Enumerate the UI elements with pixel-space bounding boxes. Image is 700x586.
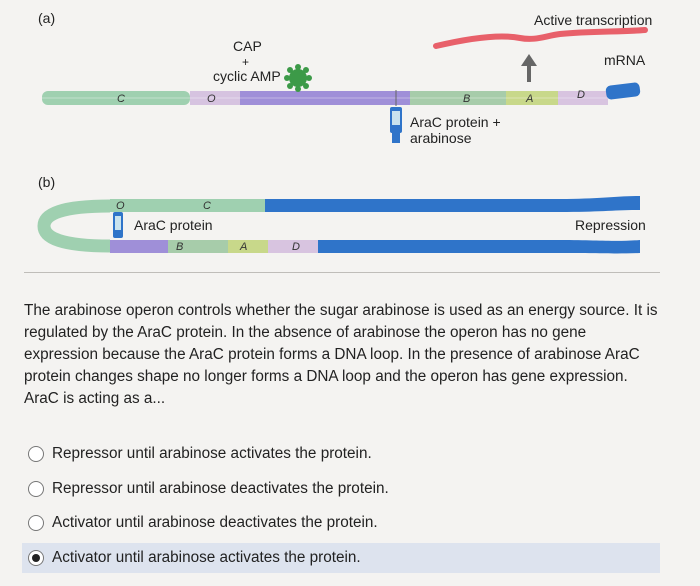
segment-b-label: B [176, 241, 184, 253]
question-text: The arabinose operon controls whether th… [24, 302, 658, 407]
answer-option-label: Repressor until arabinose deactivates th… [52, 480, 389, 497]
answer-option-3[interactable]: Activator until arabinose deactivates th… [22, 508, 660, 538]
answer-option-4[interactable]: Activator until arabinose activates the … [22, 543, 660, 573]
segment-a-label: A [526, 93, 534, 105]
panel-a-dna [42, 82, 641, 106]
repression-label: Repression [575, 217, 646, 233]
transcription-arrow-icon [521, 54, 537, 82]
segment-b-label: B [463, 93, 471, 105]
panel-b-label: (b) [38, 174, 56, 190]
segment-a-label: A [240, 241, 248, 253]
segment-d-label: D [577, 89, 585, 101]
cap-label: CAP [233, 38, 262, 54]
operon-figure: (a) CAP + cyclic AMP Active transcriptio… [0, 0, 700, 272]
answer-option-label: Repressor until arabinose activates the … [52, 445, 372, 462]
segment-o-label: O [116, 200, 125, 212]
segment-c-label: C [117, 93, 125, 105]
radio-button[interactable] [28, 515, 44, 531]
arac-protein-icon [113, 212, 123, 238]
operon-diagram [37, 27, 648, 254]
divider [24, 272, 660, 273]
answer-option-1[interactable]: Repressor until arabinose activates the … [22, 439, 660, 469]
arac-arabinose-icon [390, 107, 402, 143]
segment-d-label: D [292, 241, 300, 253]
radio-button[interactable] [28, 481, 44, 497]
arac-arabinose-label-1: AraC protein + [410, 114, 501, 130]
answer-option-2[interactable]: Repressor until arabinose deactivates th… [22, 474, 660, 504]
segment-c-label: C [203, 200, 211, 212]
segment-o-label: O [207, 93, 216, 105]
answer-option-label: Activator until arabinose activates the … [52, 549, 361, 566]
radio-button[interactable] [28, 446, 44, 462]
radio-button-selected[interactable] [28, 550, 44, 566]
cyclic-amp-label: cyclic AMP [213, 68, 281, 84]
arac-protein-label: AraC protein [134, 217, 213, 233]
panel-a-label: (a) [38, 10, 56, 26]
panel-b-dna-loop [37, 196, 640, 254]
radio-selected-dot [32, 554, 40, 562]
mrna-strand [433, 27, 648, 49]
mrna-label: mRNA [604, 52, 646, 68]
answer-option-label: Activator until arabinose deactivates th… [52, 514, 378, 531]
cap-protein-icon [284, 64, 312, 92]
cap-plus: + [242, 55, 250, 69]
arac-arabinose-label-2: arabinose [410, 130, 472, 146]
active-transcription-label: Active transcription [534, 12, 653, 28]
